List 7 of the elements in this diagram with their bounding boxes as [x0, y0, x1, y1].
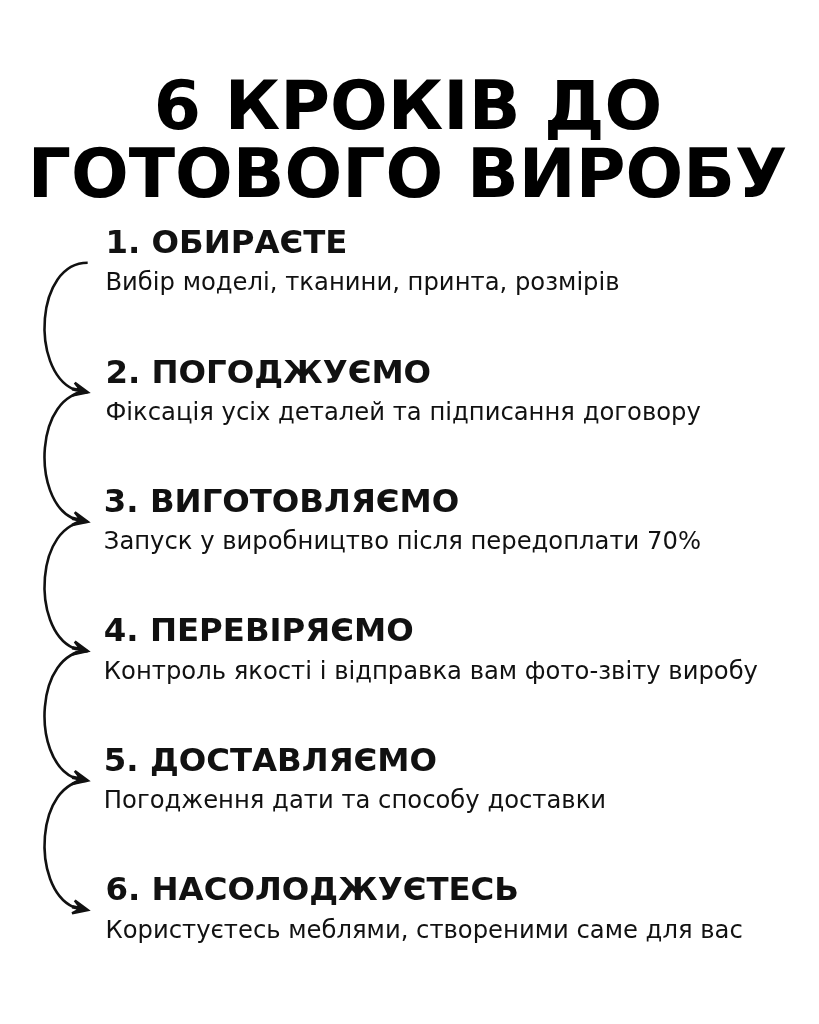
- node-text: 2. ПОГОДЖУЄМО Фіксація усіх деталей та підписання договору: [105, 352, 701, 426]
- diagram-title: 6 КРОКІВ ДО ГОТОВОГО ВИРОБУ: [27, 65, 788, 213]
- node-text: 5. ДОСТАВЛЯЄМО Погодження дати та способу доставки: [103, 740, 607, 815]
- node-text: 1. ОБИРАЄТЕ Вибір моделі, тканини, принта, розмірів: [105, 223, 620, 297]
- node-text: 3. ВИГОТОВЛЯЄМО Запуск у виробництво після передоплати 70%: [103, 482, 702, 556]
- node-text: 6. НАСОЛОДЖУЄТЕСЬ Користуєтесь меблями, створеними саме для вас: [105, 870, 743, 944]
- node-text: 4. ПЕРЕВІРЯЄМО Контроль якості і відправка вам фото-звіту виробу: [103, 611, 758, 685]
